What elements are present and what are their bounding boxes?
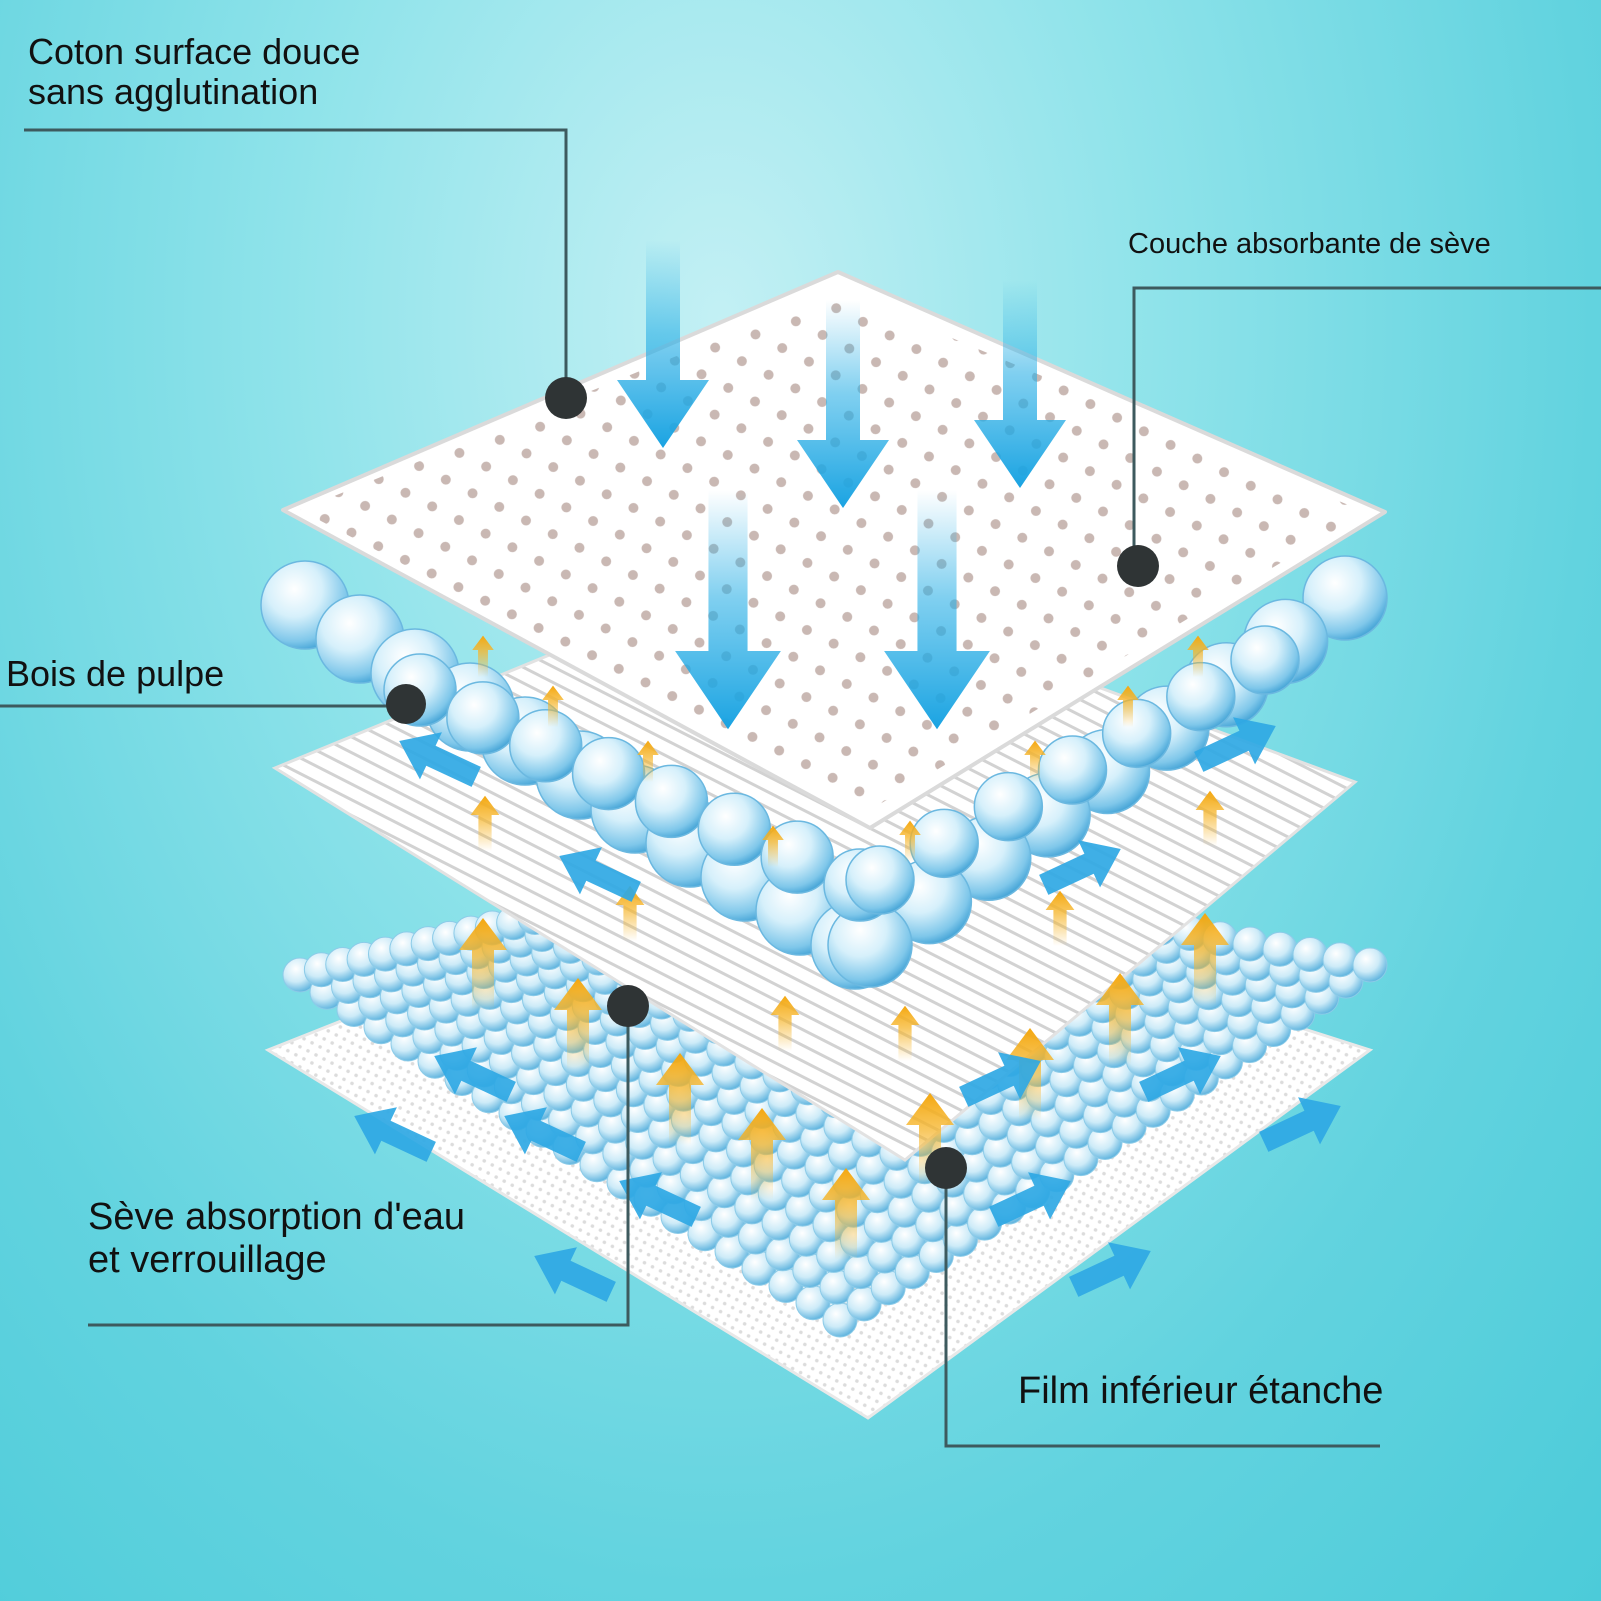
orange-up-arrow <box>1096 973 1144 1065</box>
label-top-line1: Coton surface douce <box>28 31 361 72</box>
blue-down-arrow <box>675 490 781 730</box>
blue-spread-arrow <box>354 1107 436 1162</box>
pulp-sphere <box>1302 555 1388 641</box>
label-absorption-lock: Sève absorption d'eau et verrouillage <box>88 1196 465 1281</box>
pulp-sphere <box>1037 735 1108 805</box>
blue-spread-arrow <box>504 1107 586 1162</box>
orange-up-arrow <box>762 825 784 867</box>
orange-up-arrow <box>637 740 659 782</box>
orange-up-arrow <box>890 1005 920 1061</box>
pulp-sphere <box>508 708 583 783</box>
orange-up-arrow <box>738 1108 786 1200</box>
orange-up-arrow <box>906 1093 954 1185</box>
label-bl-line2: et verrouillage <box>88 1238 327 1281</box>
blue-down-arrow <box>974 280 1066 488</box>
blue-spread-arrow <box>434 1047 516 1102</box>
dot-bottom-left <box>607 985 649 1027</box>
blue-spread-arrow <box>399 732 481 787</box>
pulp-sphere <box>845 845 915 915</box>
pulp-sphere <box>973 771 1044 842</box>
pulp-sphere <box>909 808 979 879</box>
blue-spread-arrow <box>619 1172 701 1227</box>
pulp-sphere-layer <box>260 555 1388 990</box>
blue-spread-arrow <box>1039 840 1121 895</box>
orange-up-arrow <box>1024 740 1046 782</box>
blue-spread-arrow <box>1069 1242 1151 1297</box>
dot-right <box>1117 545 1159 587</box>
dot-top <box>545 377 587 419</box>
pulp-sphere <box>1230 625 1300 695</box>
leader-dots <box>386 377 1159 1189</box>
label-wood-pulp: Bois de pulpe <box>6 653 225 694</box>
orange-up-arrow <box>656 1053 704 1145</box>
pulp-sphere <box>634 764 709 839</box>
blue-spread-arrow <box>1139 1047 1221 1102</box>
orange-up-arrow <box>770 995 800 1051</box>
orange-up-arrow <box>899 820 921 862</box>
leader-line-bottom-left <box>88 1005 630 1327</box>
pulp-sphere <box>446 681 520 755</box>
sphere-grid-bead <box>1232 926 1268 962</box>
blue-spread-arrow <box>989 1172 1071 1227</box>
blue-down-arrow <box>617 240 709 448</box>
label-bl-line1: Sève absorption d'eau <box>88 1196 465 1238</box>
label-waterproof-film: Film inférieur étanche <box>1018 1370 1384 1412</box>
pulp-sphere <box>1101 698 1172 769</box>
orange-up-arrow <box>470 795 500 851</box>
orange-up-arrow <box>822 1168 870 1260</box>
orange-up-arrow <box>542 685 564 727</box>
dot-left <box>386 684 426 724</box>
orange-up-arrow <box>1181 913 1229 1005</box>
blue-spread-arrow <box>559 847 641 902</box>
pulp-sphere <box>571 736 646 811</box>
orange-up-arrow <box>554 978 602 1070</box>
orange-up-arrow <box>1195 790 1225 846</box>
blue-spread-arrow <box>534 1247 616 1302</box>
pulp-sphere <box>697 792 772 867</box>
blue-down-arrow <box>797 300 889 508</box>
leader-lines <box>0 128 1601 1448</box>
leader-line-bottom-right <box>944 1168 1380 1448</box>
blue-spread-arrow <box>1194 717 1276 772</box>
spread-arrows <box>354 717 1341 1302</box>
leader-line-right <box>1132 286 1601 566</box>
sphere-grid-bead <box>1262 931 1298 967</box>
orange-up-arrow <box>615 885 645 941</box>
orange-up-arrow <box>1117 685 1139 727</box>
sphere-grid-bead <box>1322 942 1358 978</box>
label-top-line2: sans agglutination <box>28 71 319 113</box>
blue-spread-arrow <box>959 1052 1041 1107</box>
orange-up-arrow <box>1187 635 1209 677</box>
label-absorbent-layer: Couche absorbante de sève <box>1128 228 1491 260</box>
dot-bottom-right <box>925 1147 967 1189</box>
sphere-grid-bead <box>1352 947 1388 983</box>
orange-up-arrow <box>472 635 494 677</box>
sphere-grid-bead <box>1292 937 1328 972</box>
upward-moisture-arrows <box>459 635 1229 1260</box>
blue-spread-arrow <box>1259 1097 1341 1152</box>
orange-up-arrow <box>1045 890 1075 946</box>
orange-up-arrow <box>459 918 507 1010</box>
downward-flow-arrows <box>617 240 1066 730</box>
leader-line-top <box>24 128 568 390</box>
blue-down-arrow <box>884 490 990 730</box>
label-top-cotton-surface: Coton surface douce sans agglutination <box>28 31 361 113</box>
